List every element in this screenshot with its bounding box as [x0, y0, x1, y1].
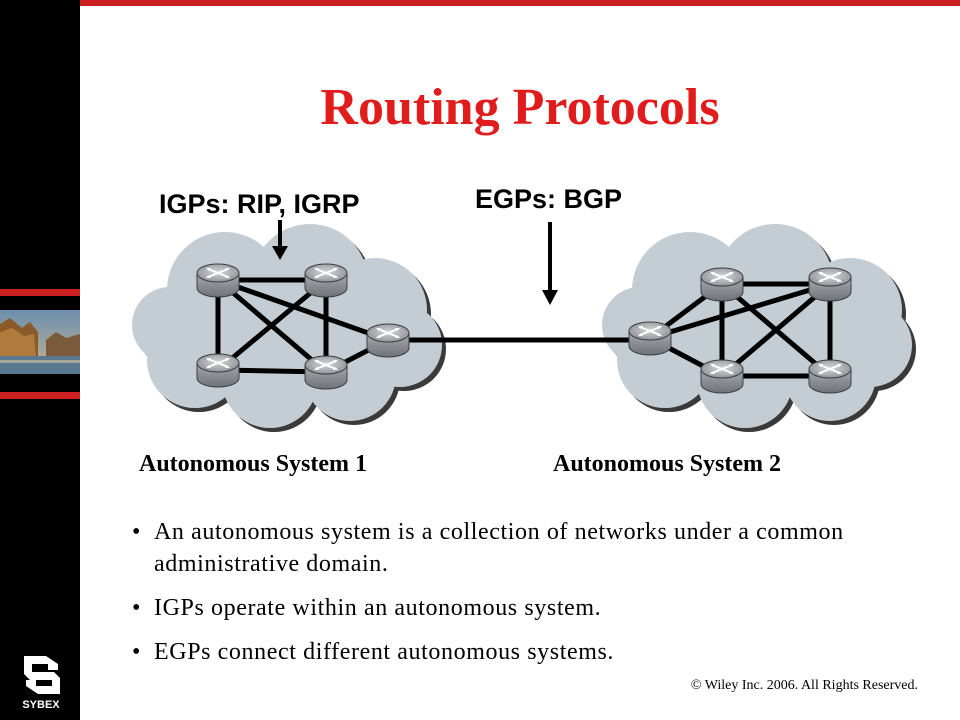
router-icon	[700, 359, 744, 394]
router-icon	[196, 263, 240, 298]
top-accent-bar	[80, 0, 960, 6]
egp-arrow-icon	[542, 222, 558, 305]
slide-title: Routing Protocols	[320, 79, 720, 136]
svg-text:SYBEX: SYBEX	[22, 699, 60, 711]
router-icon	[196, 353, 240, 388]
as2-label: Autonomous System 2	[553, 451, 781, 477]
as1-label: Autonomous System 1	[139, 451, 367, 477]
router-icon	[700, 267, 744, 302]
egp-label: EGPs: BGP	[475, 184, 622, 214]
router-icon	[304, 263, 348, 298]
sidebar-red-stripe-top	[0, 289, 80, 296]
sybex-logo: SYBEX	[14, 650, 68, 712]
bullet-list: An autonomous system is a collection of …	[132, 516, 912, 680]
bullet-item: EGPs connect different autonomous system…	[132, 636, 912, 668]
bullet-item: An autonomous system is a collection of …	[132, 516, 912, 580]
igp-arrow-icon	[272, 220, 288, 260]
router-icon	[366, 323, 410, 358]
sidebar-landscape-photo	[0, 310, 80, 374]
copyright-notice: © Wiley Inc. 2006. All Rights Reserved.	[690, 678, 918, 693]
router-icon	[304, 355, 348, 390]
router-icon	[808, 267, 852, 302]
igp-label: IGPs: RIP, IGRP	[159, 189, 360, 219]
router-icon	[808, 359, 852, 394]
sidebar-red-stripe-bottom	[0, 392, 80, 399]
router-icon	[628, 321, 672, 356]
bullet-item: IGPs operate within an autonomous system…	[132, 592, 912, 624]
